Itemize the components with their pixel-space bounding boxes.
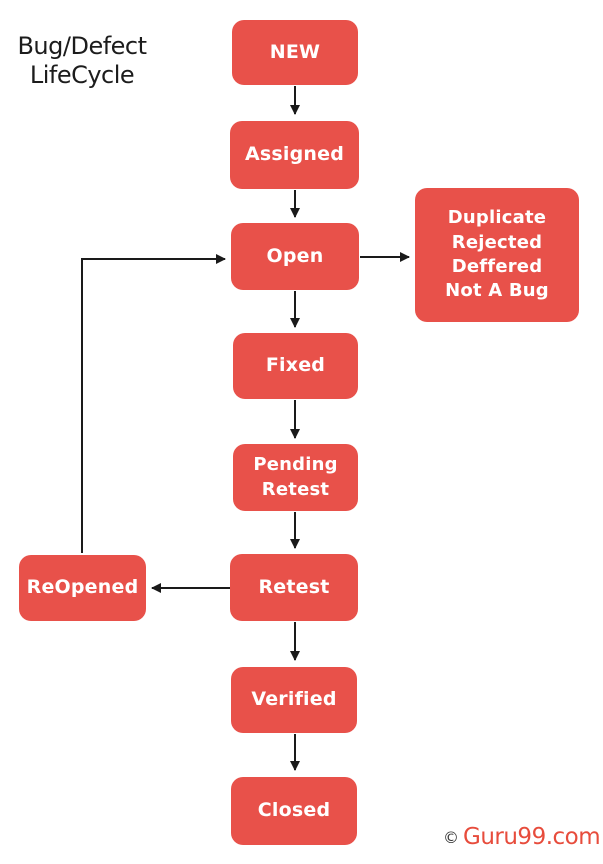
node-new: NEW bbox=[232, 20, 358, 85]
copyright-symbol-icon: © bbox=[443, 827, 459, 847]
node-assigned: Assigned bbox=[230, 121, 359, 189]
node-retest: Retest bbox=[230, 554, 358, 621]
watermark: © Guru99.com bbox=[443, 824, 601, 850]
watermark-brand: Guru99.com bbox=[463, 824, 601, 850]
edge-reopened-open bbox=[81, 254, 226, 553]
node-verified: Verified bbox=[231, 667, 357, 733]
node-closed: Closed bbox=[231, 777, 357, 845]
node-open: Open bbox=[231, 223, 359, 290]
node-resolution: Duplicate Rejected Deffered Not A Bug bbox=[415, 188, 579, 322]
node-fixed: Fixed bbox=[233, 333, 358, 399]
diagram-title: Bug/Defect LifeCycle bbox=[12, 32, 152, 90]
diagram-title-line1: Bug/Defect bbox=[17, 32, 147, 60]
node-reopened: ReOpened bbox=[19, 555, 146, 621]
node-pending-retest: Pending Retest bbox=[233, 444, 358, 511]
diagram-title-line2: LifeCycle bbox=[29, 60, 135, 89]
